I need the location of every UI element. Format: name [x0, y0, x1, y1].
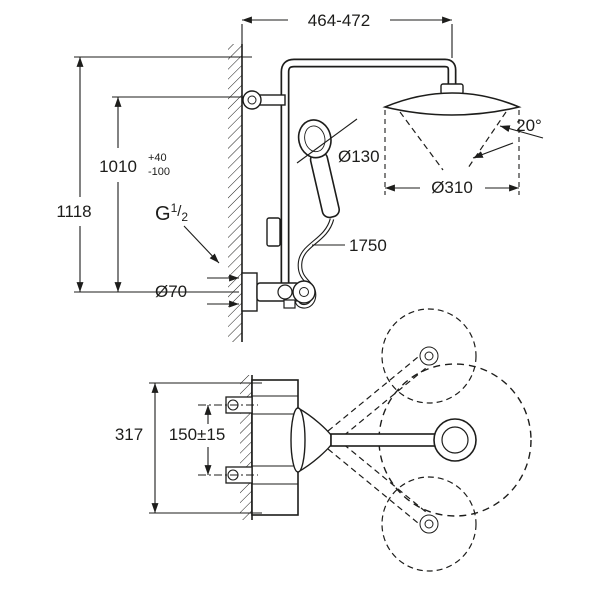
dim-valve-height: 317 [115, 382, 262, 514]
wall-section-side [228, 44, 243, 342]
column-junction [277, 284, 293, 300]
reach-value: 464-472 [308, 11, 370, 30]
swivel-hub [419, 346, 439, 366]
pipe-fill [282, 60, 455, 298]
total-height-value: 1118 [56, 202, 91, 221]
angle-arrow [499, 125, 544, 139]
swivel-hub [419, 514, 439, 534]
column-height-value: 1010 [99, 157, 137, 176]
hand-shower-dia-value: Ø130 [338, 147, 380, 166]
swivel-position-bottom [327, 437, 477, 572]
hand-shower-head [297, 119, 332, 159]
spray-angle-lines [399, 111, 507, 171]
head-dia-value: Ø310 [431, 178, 473, 197]
plan-view [225, 308, 532, 572]
head-shower-side [382, 83, 522, 116]
leader-line [296, 118, 358, 164]
valve-height-value: 317 [115, 425, 143, 444]
label-spray-angle: 20° [472, 116, 544, 159]
spray-angle-value: 20° [516, 116, 542, 135]
label-thread-size: G1/2 [155, 201, 220, 264]
swivel-hub-center [424, 519, 434, 529]
swivel-arm-line [327, 356, 419, 432]
hose-outlet [283, 299, 296, 309]
label-hose-length: 1750 [312, 236, 387, 255]
dim-supply-spacing: 150±15 [169, 404, 258, 476]
swivel-hub-center [424, 351, 434, 361]
shower-arm-plan [330, 433, 436, 447]
hand-shower-face [304, 125, 326, 153]
valve-handle [292, 280, 316, 304]
dim-reach: 464-472 [241, 11, 453, 58]
hand-shower-handle [309, 151, 340, 219]
swivel-position-top [327, 308, 477, 443]
dim-escutcheon-dia: Ø70 [155, 274, 239, 308]
tolerance-minus: -100 [148, 166, 170, 178]
dim-head-dia: Ø310 [384, 110, 520, 197]
dim-column-height: 1010 +40 -100 [99, 96, 244, 292]
head-dome [382, 92, 522, 116]
valve-body-plan [251, 379, 299, 516]
valve-handle-cap [299, 287, 309, 297]
wall-bracket [242, 90, 286, 110]
swivel-head-outline [381, 476, 477, 572]
valve-escutcheon [241, 272, 258, 312]
angle-arrow [472, 142, 514, 159]
bracket-screw [247, 95, 257, 105]
supply-spacing-value: 150±15 [169, 425, 226, 444]
arm-escutcheon-face [290, 407, 306, 473]
swivel-head-outline [381, 308, 477, 404]
swivel-arm-line [335, 367, 427, 443]
dim-total-height: 1118 [56, 56, 252, 293]
shower-column-pipe [280, 58, 457, 298]
spray-line-right [467, 111, 507, 169]
thread-size-text: G1/2 [155, 201, 188, 225]
swivel-arm-line [335, 437, 427, 513]
hand-shower [297, 119, 340, 219]
tolerance-plus: +40 [148, 152, 167, 164]
head-shower-front-outline [378, 363, 532, 517]
glide-bracket [266, 217, 281, 247]
label-hand-shower-dia: Ø130 [296, 118, 380, 166]
bracket-flange [242, 90, 262, 110]
spray-line-left [399, 111, 444, 171]
hose-length-value: 1750 [349, 236, 387, 255]
escutcheon-dia-value: Ø70 [155, 282, 187, 301]
arm-hub-inner [441, 426, 469, 454]
swivel-arm-line [327, 448, 419, 524]
leader-line [183, 225, 220, 264]
thermostat-valve-side [241, 272, 316, 312]
wall-hatch [228, 44, 242, 342]
